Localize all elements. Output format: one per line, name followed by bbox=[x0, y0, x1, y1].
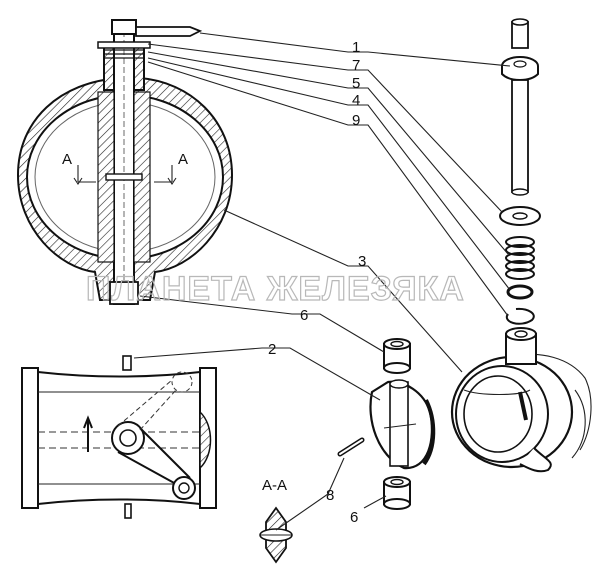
disc-part bbox=[369, 379, 436, 470]
section-aa-title: А-А bbox=[262, 477, 287, 494]
watermark-text: ПЛАНЕТА ЖЕЛЕЗЯКА bbox=[86, 270, 465, 308]
callout-6-lower: 6 bbox=[350, 509, 358, 526]
section-view bbox=[16, 19, 234, 305]
callout-7: 7 bbox=[352, 57, 360, 74]
callout-3: 3 bbox=[358, 253, 366, 270]
section-mark-left: А bbox=[62, 151, 72, 168]
bushing-part-upper bbox=[383, 338, 411, 374]
shaft-head bbox=[111, 19, 137, 35]
section-mark-right: А bbox=[178, 151, 188, 168]
section-aa-detail bbox=[259, 506, 293, 564]
callout-8: 8 bbox=[326, 487, 334, 504]
callout-6-upper: 6 bbox=[300, 307, 308, 324]
shaft-part bbox=[501, 18, 539, 196]
seal-ring-part bbox=[506, 284, 534, 300]
spring-part bbox=[505, 236, 535, 280]
leader-lines bbox=[133, 32, 511, 531]
callout-2: 2 bbox=[268, 341, 276, 358]
callout-4: 4 bbox=[352, 92, 360, 109]
valve-body-part bbox=[450, 327, 592, 473]
callout-5: 5 bbox=[352, 75, 360, 92]
callout-1: 1 bbox=[352, 39, 360, 56]
callout-9: 9 bbox=[352, 112, 360, 129]
circlip-part bbox=[505, 307, 535, 325]
pin-part bbox=[337, 437, 365, 457]
washer-part bbox=[499, 206, 541, 226]
side-view bbox=[21, 355, 217, 519]
bushing-part-lower bbox=[383, 476, 411, 510]
